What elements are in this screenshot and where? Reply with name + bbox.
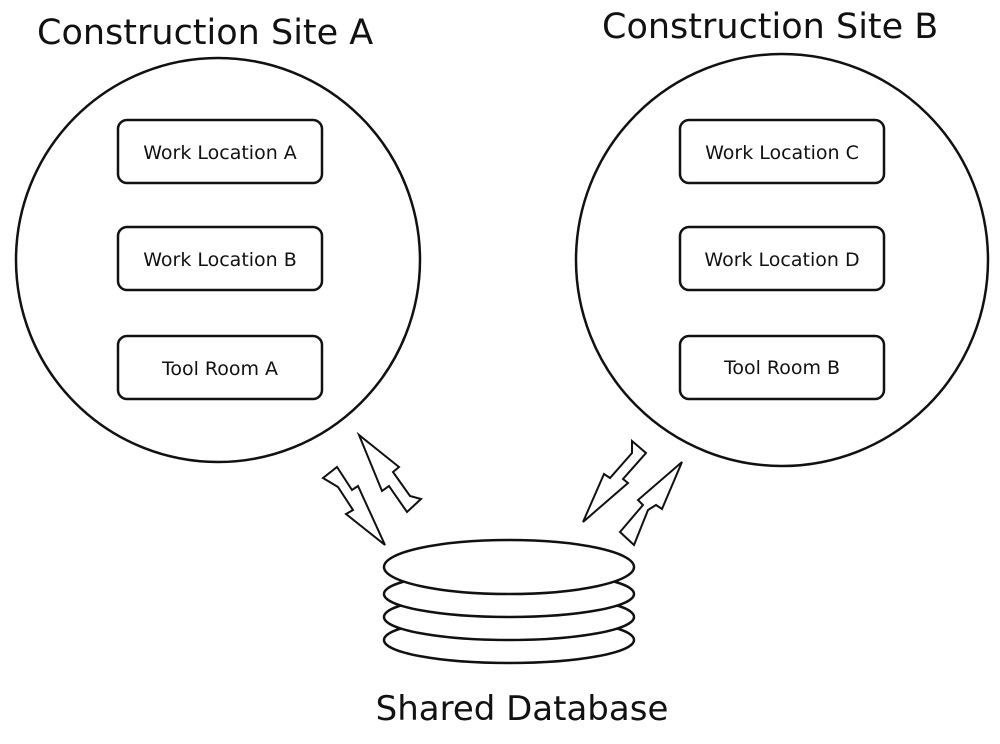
- site-a-location-box-3: [116, 334, 324, 401]
- database-cylinder-icon: [382, 538, 636, 665]
- site-b-location-label-2: Work Location D: [704, 249, 859, 271]
- shared-database: Shared Database: [376, 538, 669, 729]
- site-a-sync-arrows: [321, 431, 423, 546]
- site-a-location-label-3: Tool Room A: [161, 358, 278, 380]
- site-b-sync-arrows: [582, 438, 683, 547]
- site-a-location-label-2: Work Location B: [143, 249, 297, 271]
- site-a-title: Construction Site A: [37, 13, 373, 53]
- site-b-location-box-2: [678, 225, 886, 292]
- database-label: Shared Database: [376, 689, 669, 729]
- site-a-location-box-2: [116, 225, 324, 292]
- site-a-to-db-arrow: [321, 465, 386, 546]
- site-b-location-box-3: [678, 334, 886, 401]
- db-to-site-a-arrow: [356, 431, 423, 514]
- site-b-title: Construction Site B: [602, 7, 938, 47]
- db-to-site-b-arrow: [618, 461, 683, 547]
- construction-site-a: Construction Site A Work Location A Work…: [14, 13, 422, 464]
- site-b-to-db-arrow: [582, 438, 648, 523]
- construction-site-b: Construction Site B Work Location C Work…: [574, 7, 990, 468]
- site-a-location-label-1: Work Location A: [143, 142, 297, 164]
- site-b-location-label-1: Work Location C: [705, 142, 859, 164]
- site-a-location-box-1: [116, 118, 324, 185]
- site-b-location-box-1: [678, 118, 886, 185]
- site-b-location-label-3: Tool Room B: [723, 357, 840, 379]
